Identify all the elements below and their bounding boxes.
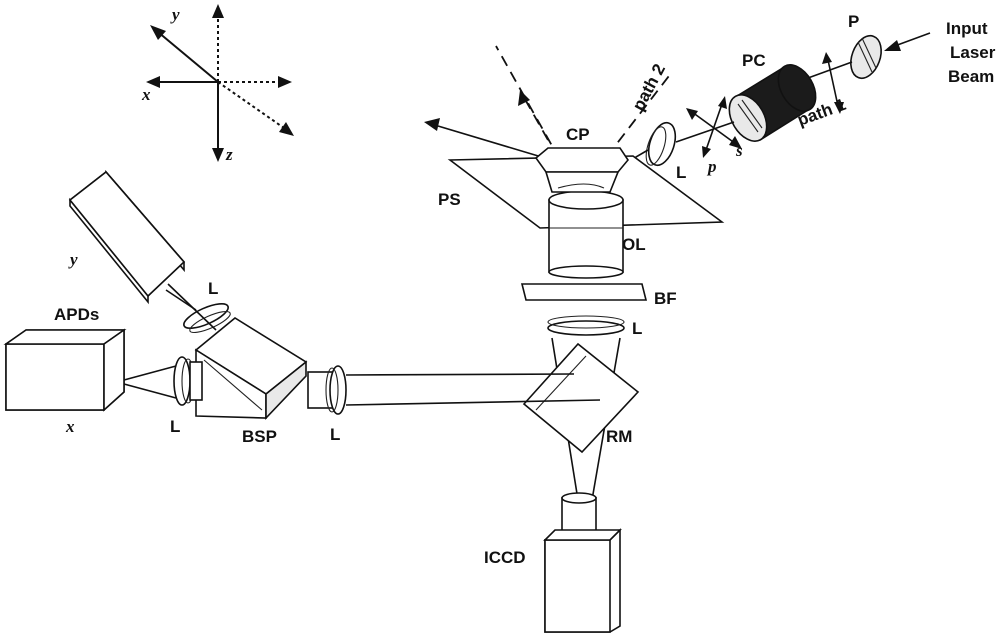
mirror-label: RM xyxy=(606,427,632,446)
lens-filter-label: L xyxy=(632,319,642,338)
input-laser-beam: Input Laser Beam xyxy=(884,19,996,86)
pockels-cell-label: PC xyxy=(742,51,766,70)
input-label-line3: Beam xyxy=(948,67,994,86)
mirror-to-bsp-beams xyxy=(345,373,601,406)
detector-y-label: y xyxy=(68,250,78,269)
detector-y: y xyxy=(68,169,186,305)
lens-bsp-right: L xyxy=(307,365,347,444)
objective-lens: OL xyxy=(548,190,646,279)
lens-bsp-left: L xyxy=(170,356,203,436)
prism-label: CP xyxy=(566,125,590,144)
iccd-camera: ICCD xyxy=(484,492,622,633)
detector-apd-x: APDs x xyxy=(3,305,127,436)
lens-filter: L xyxy=(547,315,642,338)
splitter-label: BSP xyxy=(242,427,277,446)
path2-label: path 2 xyxy=(629,61,669,114)
input-label-line1: Input xyxy=(946,19,988,38)
axis-z-label: z xyxy=(225,145,233,164)
detector-x-label: x xyxy=(65,417,75,436)
lens-top-label: L xyxy=(676,163,686,182)
pockels-cell: PC xyxy=(728,51,817,142)
stage-label: PS xyxy=(438,190,461,209)
lens-bsp-left-label: L xyxy=(170,417,180,436)
lens-bsp-right-label: L xyxy=(330,425,340,444)
band-filter: BF xyxy=(520,283,677,308)
input-label-line2: Laser xyxy=(950,43,996,62)
s-polarization-label: s xyxy=(735,141,743,160)
detectors-label: APDs xyxy=(54,305,99,324)
filter-label: BF xyxy=(654,289,677,308)
beam-splitter-prism: BSP xyxy=(194,317,308,446)
camera-label: ICCD xyxy=(484,548,526,567)
objective-label: OL xyxy=(622,235,646,254)
lens-top: L xyxy=(645,121,686,182)
bsp-to-detector-y-beams xyxy=(165,283,217,331)
p-polarization-label: p xyxy=(706,157,717,176)
polarizer-label: P xyxy=(848,12,859,31)
coupling-prism: CP xyxy=(534,125,629,193)
axis-x-label: x xyxy=(141,85,151,104)
lens-bsp-top-label: L xyxy=(208,279,218,298)
sp-polarization-cross: s p xyxy=(686,96,743,176)
bsp-to-apd-beams xyxy=(123,365,177,399)
axis-y-label: y xyxy=(170,5,180,24)
coordinate-axes: y x z xyxy=(141,4,294,164)
reflected-beams xyxy=(424,45,561,161)
polarizer: P xyxy=(848,12,882,80)
removable-mirror: RM xyxy=(522,342,640,454)
